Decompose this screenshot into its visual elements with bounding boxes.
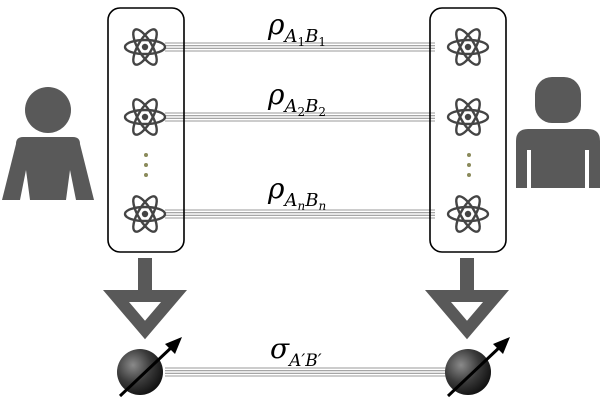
right-down-arrow (424, 258, 510, 340)
right-atom-icon-1 (446, 24, 490, 70)
channel-label-n: ρAnBn (267, 172, 326, 213)
left-atom-icon-1 (123, 24, 167, 70)
right-spin-qubit-icon (445, 337, 510, 398)
output-state-label: σA′B′ (270, 332, 322, 371)
channel-label-2: ρA2B2 (267, 78, 326, 119)
left-ellipsis-dots (144, 153, 148, 177)
right-person-icon (516, 77, 600, 188)
left-atom-icon-2 (123, 94, 167, 140)
left-atom-icon-n (123, 191, 167, 237)
right-atom-icon-2 (446, 94, 490, 140)
channel-label-1: ρA1B1 (267, 8, 326, 49)
left-person-icon (2, 87, 94, 200)
right-ellipsis-dots (467, 153, 471, 177)
right-atom-icon-n (446, 191, 490, 237)
right-register-box (429, 7, 507, 253)
left-spin-qubit-icon (117, 337, 182, 398)
left-down-arrow (102, 258, 188, 340)
left-register-box (107, 7, 185, 253)
